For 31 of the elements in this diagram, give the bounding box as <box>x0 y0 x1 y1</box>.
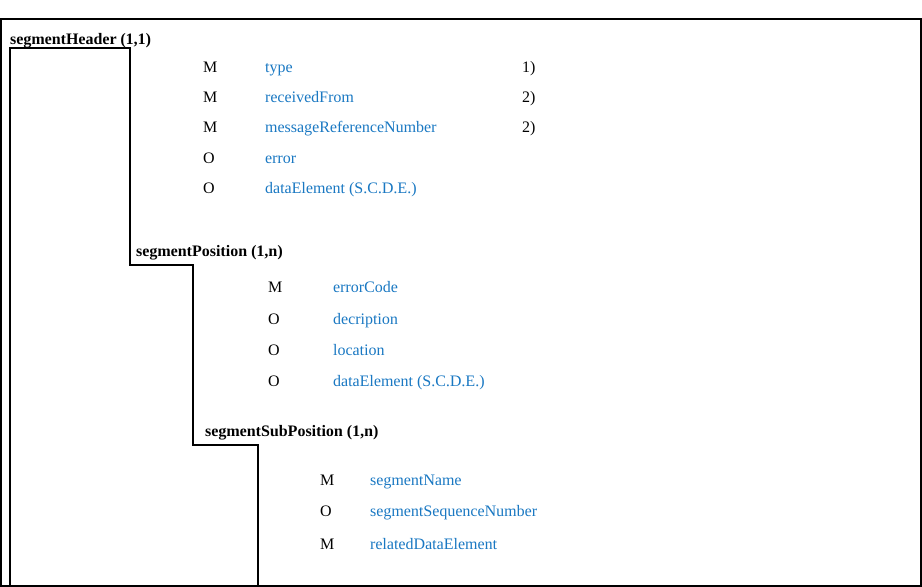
segment-heading: segmentPosition (1,n) <box>136 243 283 261</box>
segment-heading: segmentHeader (1,1) <box>10 31 151 49</box>
segment-heading: segmentSubPosition (1,n) <box>205 423 378 441</box>
field-name: error <box>265 150 296 168</box>
footnote-mark: 2) <box>522 119 536 137</box>
field-name: type <box>265 59 293 77</box>
footnote-mark: 2) <box>522 89 536 107</box>
status-code: M <box>320 536 334 554</box>
field-name: decription <box>333 311 398 329</box>
status-code: O <box>320 503 332 521</box>
status-code: M <box>203 89 218 107</box>
field-name: errorCode <box>333 279 398 297</box>
status-code: O <box>268 373 280 391</box>
structure-frame <box>0 18 922 587</box>
field-name: dataElement (S.C.D.E.) <box>265 180 417 198</box>
field-name: location <box>333 342 385 360</box>
field-name: segmentSequenceNumber <box>370 503 538 521</box>
status-code: O <box>203 180 215 198</box>
field-name: segmentName <box>370 472 462 490</box>
field-name: relatedDataElement <box>370 536 498 554</box>
status-code: O <box>268 342 280 360</box>
field-name: receivedFrom <box>265 89 354 107</box>
status-code: O <box>268 311 280 329</box>
status-code: M <box>320 472 334 490</box>
field-name: messageReferenceNumber <box>265 119 436 137</box>
footnote-mark: 1) <box>522 59 536 77</box>
status-code: M <box>268 279 282 297</box>
status-code: M <box>203 59 218 77</box>
field-name: dataElement (S.C.D.E.) <box>333 373 485 391</box>
status-code: O <box>203 150 215 168</box>
status-code: M <box>203 119 218 137</box>
